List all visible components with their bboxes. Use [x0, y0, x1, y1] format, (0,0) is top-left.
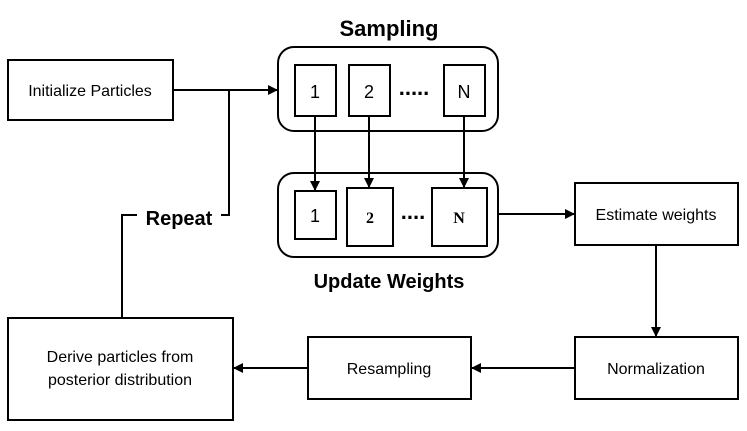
derive-particles-label-line2: posterior distribution — [48, 372, 192, 389]
resampling-node — [307, 336, 472, 400]
repeat-loop-connector — [121, 90, 230, 318]
sampling-particle-2-label: 2 — [364, 82, 374, 102]
sampling-title: Sampling — [339, 16, 438, 41]
resampling-label: Resampling — [347, 361, 431, 378]
repeat-label-bg — [137, 206, 221, 230]
sampling-particle-2 — [348, 64, 391, 117]
sampling-particle-1-label: 1 — [310, 82, 320, 102]
sampling-particle-n — [443, 64, 486, 117]
initialize-particles-node — [7, 59, 174, 121]
update-particle-n — [431, 187, 488, 247]
estimate-weights-node — [574, 182, 739, 246]
update-particle-1-label: 1 — [310, 206, 320, 226]
update-particle-2 — [346, 187, 394, 247]
update-particle-1 — [294, 190, 337, 240]
update-weights-title: Update Weights — [314, 271, 465, 293]
initialize-particles-label: Initialize Particles — [28, 83, 152, 100]
repeat-label: Repeat — [146, 208, 213, 230]
sampling-particle-1 — [294, 64, 337, 117]
derive-particles-label-line1: Derive particles from — [47, 349, 194, 366]
sampling-ellipsis: ..... — [399, 75, 430, 100]
update-ellipsis: .... — [401, 199, 425, 224]
update-particle-2-label: 2 — [366, 210, 374, 227]
derive-particles-node — [7, 317, 234, 421]
update-particle-n-label: N — [453, 210, 465, 227]
normalization-node — [574, 336, 739, 400]
sampling-particle-n-label: N — [458, 82, 471, 102]
normalization-label: Normalization — [607, 361, 705, 378]
estimate-weights-label: Estimate weights — [596, 207, 717, 224]
